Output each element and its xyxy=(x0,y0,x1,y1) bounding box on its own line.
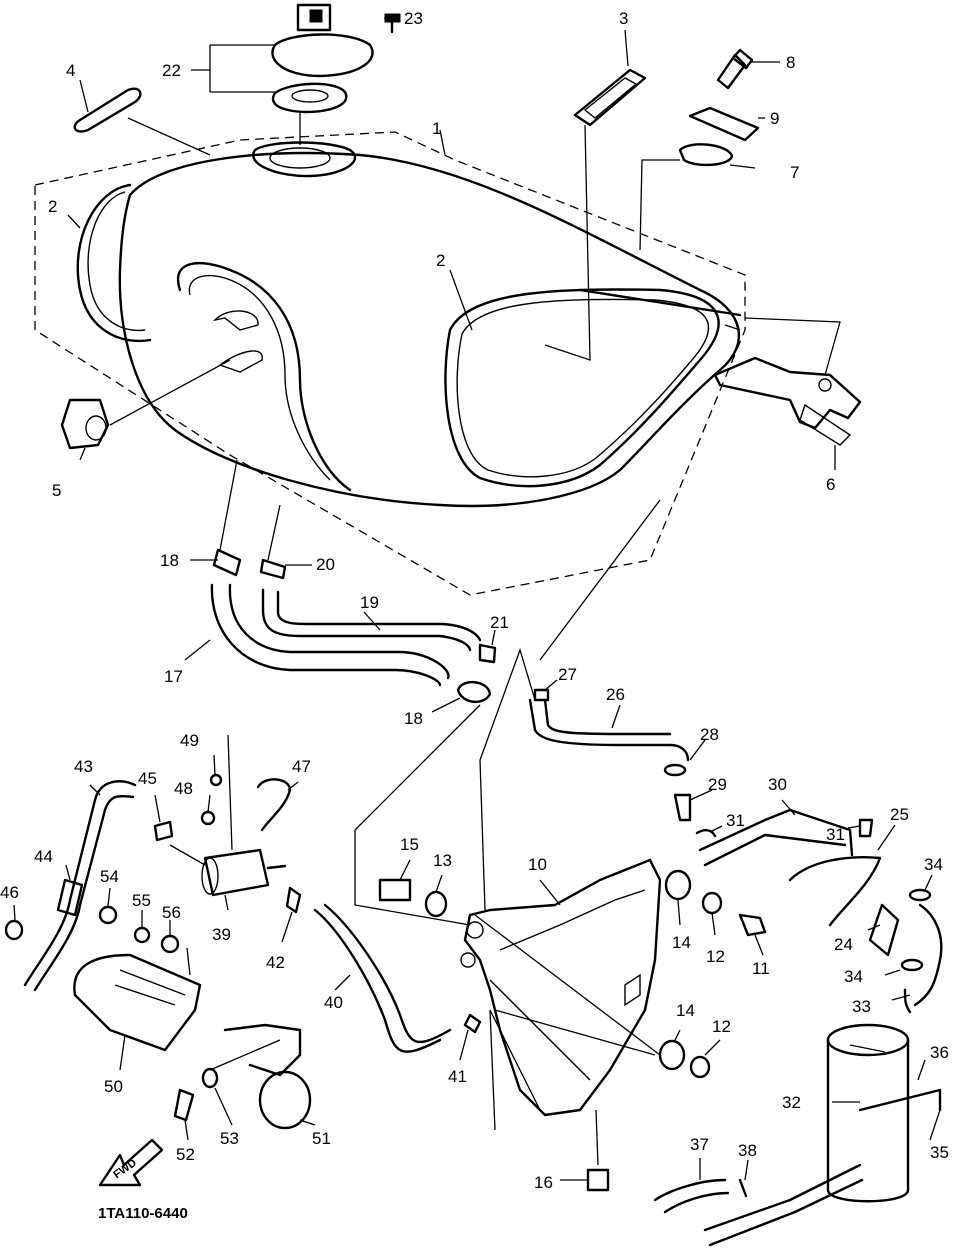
drain-hose xyxy=(528,688,690,762)
callout-12a: 12 xyxy=(706,947,725,966)
callout-labels: 1 2 2 3 4 5 6 7 8 9 10 11 12 12 13 14 14… xyxy=(0,9,949,1192)
callout-2b: 2 xyxy=(436,251,445,270)
callout-21: 21 xyxy=(490,613,509,632)
callout-32: 32 xyxy=(782,1093,801,1112)
callout-27: 27 xyxy=(558,665,577,684)
outlet-hoses xyxy=(653,1163,864,1247)
callout-40: 40 xyxy=(324,993,343,1012)
callout-16: 16 xyxy=(534,1173,553,1192)
callout-42: 42 xyxy=(266,953,285,972)
tank-emblem-left xyxy=(76,183,152,343)
vent-hoses xyxy=(210,548,497,703)
bracket-plate xyxy=(688,106,760,142)
callout-14a: 14 xyxy=(672,933,691,952)
callout-11: 11 xyxy=(752,959,770,978)
callout-23: 23 xyxy=(404,9,423,28)
callout-9: 9 xyxy=(770,109,779,128)
fuel-cap xyxy=(271,3,374,114)
callout-34b: 34 xyxy=(844,967,863,986)
callout-45: 45 xyxy=(138,769,157,788)
callout-38: 38 xyxy=(738,1141,757,1160)
callout-18b: 18 xyxy=(404,709,423,728)
callout-8: 8 xyxy=(786,53,795,72)
callout-2a: 2 xyxy=(48,197,57,216)
callout-49: 49 xyxy=(180,731,199,750)
callout-50: 50 xyxy=(104,1077,123,1096)
callout-43: 43 xyxy=(74,757,93,776)
callout-44: 44 xyxy=(34,847,53,866)
callout-24: 24 xyxy=(834,935,853,954)
bolt xyxy=(716,48,754,90)
callout-31a: 31 xyxy=(726,811,745,830)
emblem-plate xyxy=(573,68,647,127)
callout-7: 7 xyxy=(790,163,799,182)
fwd-arrow-icon: FWD xyxy=(98,1138,164,1187)
callout-37: 37 xyxy=(690,1135,709,1154)
callout-53: 53 xyxy=(220,1129,239,1148)
leader-lines xyxy=(13,17,941,1181)
callout-55: 55 xyxy=(132,891,151,910)
callout-10: 10 xyxy=(528,855,547,874)
callout-3: 3 xyxy=(619,9,628,28)
callout-13: 13 xyxy=(433,851,452,870)
callout-31b: 31 xyxy=(826,825,845,844)
callout-6: 6 xyxy=(826,475,835,494)
callout-25: 25 xyxy=(890,805,909,824)
rear-bracket xyxy=(713,356,862,446)
callout-34a: 34 xyxy=(924,855,943,874)
callout-12b: 12 xyxy=(712,1017,731,1036)
callout-41: 41 xyxy=(448,1067,467,1086)
callout-20: 20 xyxy=(316,555,335,574)
cap-nut xyxy=(60,398,110,450)
fuel-filter xyxy=(826,1023,942,1203)
reservoir xyxy=(460,858,662,1117)
callout-47: 47 xyxy=(292,757,311,776)
callout-22: 22 xyxy=(162,61,181,80)
callout-48: 48 xyxy=(174,779,193,798)
tank-assembly-outline xyxy=(34,131,746,596)
callout-15: 15 xyxy=(400,835,419,854)
callout-46: 46 xyxy=(0,883,19,902)
damper xyxy=(678,143,734,167)
lower-left-components xyxy=(73,905,312,1130)
callout-18a: 18 xyxy=(160,551,179,570)
callout-39: 39 xyxy=(212,925,231,944)
callout-14b: 14 xyxy=(676,1001,695,1020)
callout-26: 26 xyxy=(606,685,625,704)
cap-screw xyxy=(384,13,401,34)
emblem-strip xyxy=(73,87,142,133)
callout-19: 19 xyxy=(360,593,379,612)
callout-52: 52 xyxy=(176,1145,195,1164)
callout-54: 54 xyxy=(100,867,119,886)
callout-36: 36 xyxy=(930,1043,949,1062)
left-components xyxy=(4,773,482,1053)
fuel-pump-group xyxy=(868,888,943,1014)
callout-30: 30 xyxy=(768,775,787,794)
callout-51: 51 xyxy=(312,1129,331,1148)
callout-29: 29 xyxy=(708,775,727,794)
callout-1: 1 xyxy=(432,119,441,138)
callout-5: 5 xyxy=(52,481,61,500)
callout-17: 17 xyxy=(164,667,183,686)
callout-35: 35 xyxy=(930,1143,949,1162)
diagram-code: 1TA110-6440 xyxy=(98,1205,188,1222)
callout-4: 4 xyxy=(66,61,75,80)
callout-33: 33 xyxy=(852,997,871,1016)
fuel-tank xyxy=(118,141,742,508)
callout-28: 28 xyxy=(700,725,719,744)
callout-56: 56 xyxy=(162,903,181,922)
